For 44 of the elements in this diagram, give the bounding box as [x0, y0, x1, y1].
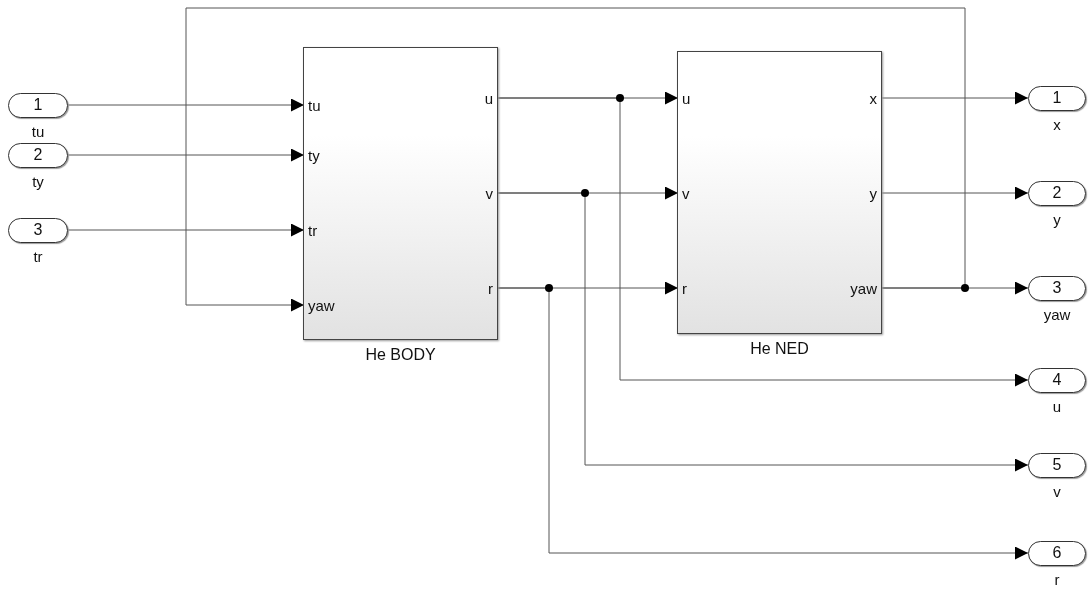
input-port: u	[678, 89, 695, 109]
port-name: tr	[32, 247, 44, 265]
signal-line	[67, 223, 305, 237]
input-port: yaw	[304, 296, 339, 316]
input-port: r	[678, 279, 691, 299]
port-name: r	[1053, 570, 1061, 588]
output-port: u	[480, 89, 497, 109]
inport-terminal: 2	[8, 142, 68, 168]
signal-line	[67, 148, 305, 162]
port-name: x	[1052, 115, 1062, 133]
block-name: He NED	[749, 340, 810, 358]
signal-line	[496, 192, 1029, 472]
port-name: tu	[30, 122, 46, 140]
inport-terminal: 1	[8, 92, 68, 118]
signal-line	[496, 97, 1029, 387]
port-name: ty	[31, 172, 45, 190]
input-port: ty	[304, 146, 324, 166]
port-name: y	[1052, 210, 1062, 228]
output-port: yaw	[846, 279, 881, 299]
signal-line	[67, 98, 305, 112]
outport-terminal: 1	[1028, 85, 1086, 111]
port-name: yaw	[1042, 305, 1072, 323]
output-port: x	[865, 89, 881, 109]
input-port: v	[678, 184, 694, 204]
inport-terminal: 3	[8, 217, 68, 243]
outport-terminal: 4	[1028, 367, 1086, 393]
block-name: He BODY	[364, 346, 437, 364]
input-port: tu	[304, 96, 325, 116]
output-port: y	[865, 184, 881, 204]
input-port: tr	[304, 221, 322, 241]
outport-terminal: 2	[1028, 180, 1086, 206]
port-name: v	[1052, 482, 1062, 500]
subsystem-block	[677, 51, 882, 334]
outport-terminal: 6	[1028, 540, 1086, 566]
subsystem-block	[303, 47, 498, 340]
output-port: r	[484, 279, 497, 299]
signal-line	[880, 91, 1029, 105]
port-name: u	[1051, 397, 1063, 415]
output-port: v	[481, 184, 497, 204]
outport-terminal: 5	[1028, 452, 1086, 478]
signal-line	[880, 186, 1029, 200]
outport-terminal: 3	[1028, 275, 1086, 301]
signal-line	[496, 287, 1029, 560]
signal-line	[185, 7, 966, 312]
